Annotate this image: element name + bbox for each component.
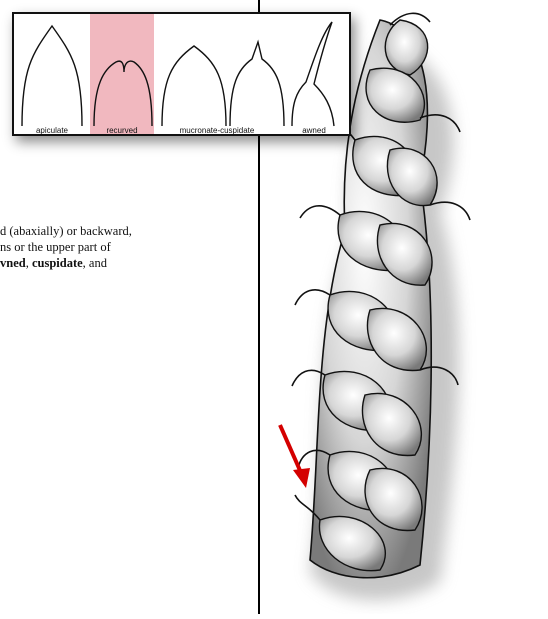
recurved-tip-arrow	[280, 425, 310, 488]
description-line-2: ns or the upper part of	[0, 239, 240, 255]
description-line-3: vned, cuspidate, and	[0, 255, 240, 271]
description-text: d (abaxially) or backward, ns or the upp…	[0, 223, 240, 271]
tip-label-mucronate-cuspidate: mucronate-cuspidate	[162, 126, 272, 135]
line-3-tail: , and	[83, 256, 107, 270]
leaf-tip-types-box: apiculate recurved mucronate-cuspidate a…	[12, 12, 351, 136]
apiculate-tip-shape	[22, 26, 82, 126]
tip-label-apiculate: apiculate	[22, 126, 82, 135]
tip-label-awned: awned	[288, 126, 340, 135]
description-line-1: d (abaxially) or backward,	[0, 223, 240, 239]
leaf-tip-shapes	[14, 14, 351, 136]
awned-tip-shape	[292, 22, 334, 126]
mucronate-tip-shape	[162, 46, 226, 126]
term-awned: vned	[0, 256, 26, 270]
term-cuspidate: cuspidate	[32, 256, 83, 270]
cuspidate-tip-shape	[230, 42, 284, 126]
tip-label-recurved: recurved	[90, 126, 154, 135]
